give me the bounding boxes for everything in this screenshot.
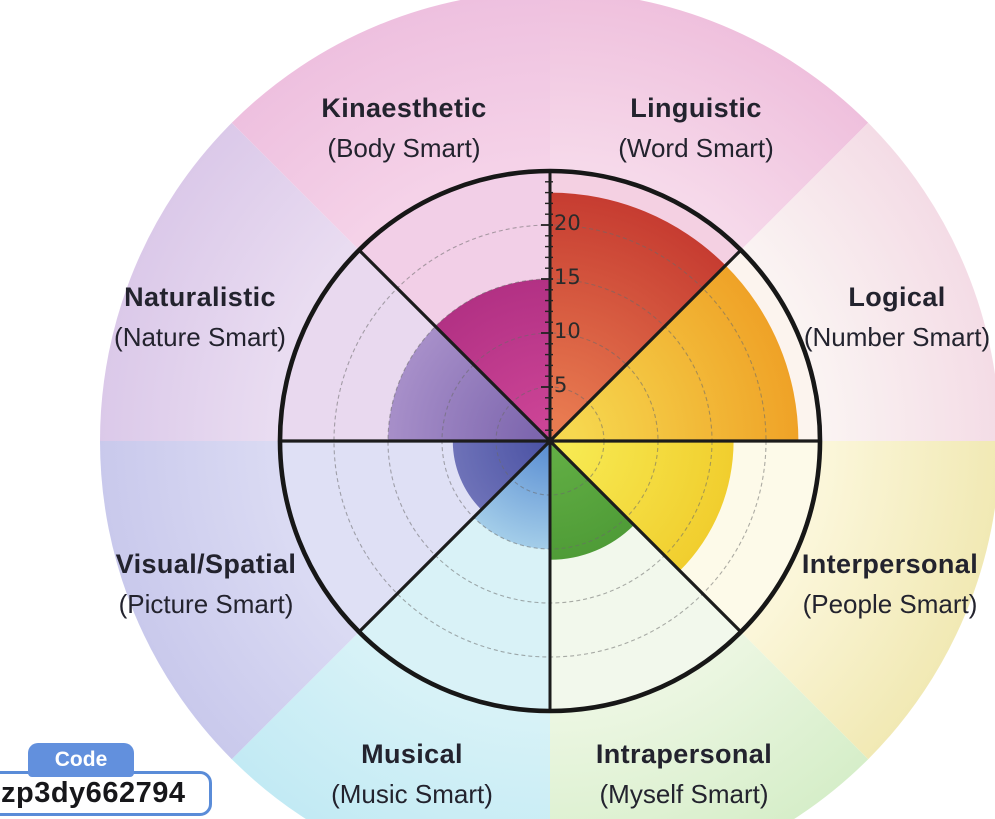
sector-subtitle: (Nature Smart) <box>114 322 286 352</box>
tick-label-10: 10 <box>554 319 581 343</box>
score-wedge-logical <box>550 265 799 441</box>
tick-label-20: 20 <box>554 211 581 235</box>
sector-name: Musical <box>361 739 463 769</box>
sector-subtitle: (People Smart) <box>802 589 978 619</box>
code-badge-label: Code <box>54 748 108 771</box>
score-wedge-interpersonal <box>550 441 734 571</box>
radial-axis-ticks <box>541 181 553 431</box>
code-badge-tab: Code <box>28 743 134 777</box>
sector-label-visual-spatial: Visual/Spatial (Picture Smart) <box>115 549 297 619</box>
score-wedge-intrapersonal <box>550 441 634 560</box>
sector-label-musical: Musical (Music Smart) <box>331 739 493 809</box>
sector-subtitle: (Body Smart) <box>327 133 481 163</box>
sector-name: Logical <box>848 282 946 312</box>
tick-label-5: 5 <box>554 373 568 397</box>
sector-subtitle: (Music Smart) <box>331 779 493 809</box>
score-wedge-linguistic <box>550 192 726 441</box>
score-wedge-visual-spatial <box>452 441 550 510</box>
sector-name: Interpersonal <box>801 549 979 579</box>
sector-label-kinaesthetic: Kinaesthetic (Body Smart) <box>321 93 487 163</box>
sector-layer <box>100 0 995 819</box>
score-wedge-kinaesthetic <box>435 279 550 441</box>
sector-name: Visual/Spatial <box>115 549 297 579</box>
sector-label-intrapersonal: Intrapersonal (Myself Smart) <box>595 739 773 809</box>
score-wedge-naturalistic <box>387 326 550 441</box>
spoke-diagonal-nw-se <box>357 248 743 634</box>
wheel-outer-circle <box>277 168 823 714</box>
sector-name: Naturalistic <box>124 282 276 312</box>
sector-subtitle: (Number Smart) <box>803 322 991 352</box>
sector-subtitle: (Myself Smart) <box>599 779 769 809</box>
sector-label-interpersonal: Interpersonal (People Smart) <box>801 549 979 619</box>
sector-label-linguistic: Linguistic (Word Smart) <box>618 93 774 163</box>
sector-name: Linguistic <box>630 93 762 123</box>
tick-label-15: 15 <box>554 265 581 289</box>
sector-subtitle: (Word Smart) <box>618 133 774 163</box>
sector-name: Kinaesthetic <box>321 93 487 123</box>
score-wedge-musical <box>473 441 550 549</box>
code-value: zp3dy662794 <box>1 777 186 809</box>
sector-label-logical: Logical (Number Smart) <box>803 282 991 352</box>
sector-label-naturalistic: Naturalistic (Nature Smart) <box>114 282 286 352</box>
code-value-box: zp3dy662794 <box>0 771 212 816</box>
grid-layer <box>277 168 823 714</box>
sector-name: Intrapersonal <box>595 739 773 769</box>
sector-subtitle: (Picture Smart) <box>118 589 294 619</box>
